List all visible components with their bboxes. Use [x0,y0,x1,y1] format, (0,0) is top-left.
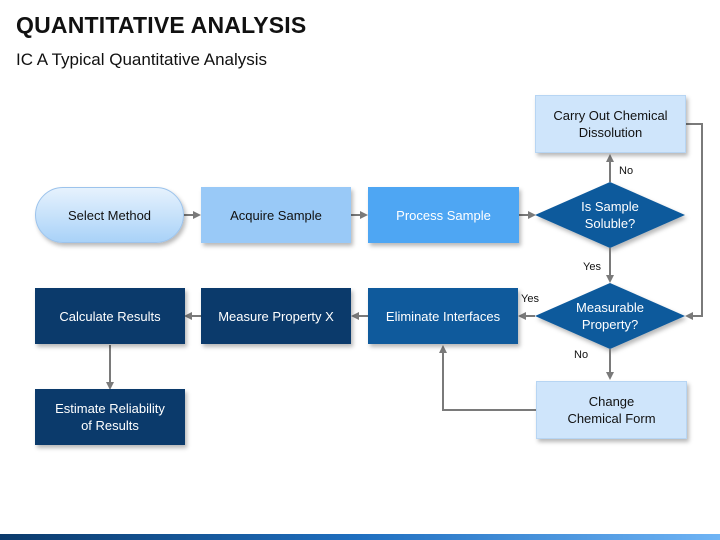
acquire-sample-node: Acquire Sample [201,187,351,243]
estimate-reliability-node: Estimate Reliability of Results [35,389,185,445]
arrow-change-to-eliminate [439,345,536,411]
carry-out-dissolution-node: Carry Out Chemical Dissolution [535,95,686,153]
soluble-no-label: No [619,165,634,177]
eliminate-interfaces-node: Eliminate Interfaces [368,288,518,344]
page-title: QUANTITATIVE ANALYSIS [16,12,307,38]
process-sample-node: Process Sample [368,187,519,243]
bottom-accent-bar [0,534,720,540]
measurable-yes-label: Yes [521,293,539,305]
measurable-property-label: Measurable Property? [576,300,644,332]
change-chemical-form-node: Change Chemical Form [536,381,687,439]
calculate-results-node: Calculate Results [35,288,185,344]
measurable-no-label: No [574,349,589,361]
measurable-property-diamond [535,283,685,349]
select-method-node: Select Method [35,187,184,243]
page-subtitle: IC A Typical Quantitative Analysis [16,50,268,69]
is-sample-soluble-diamond [535,182,685,248]
arrow-dissolution-to-measurable [685,123,703,320]
measure-property-x-node: Measure Property X [201,288,351,344]
soluble-yes-label: Yes [583,261,601,273]
is-sample-soluble-label: Is Sample Soluble? [581,199,639,231]
